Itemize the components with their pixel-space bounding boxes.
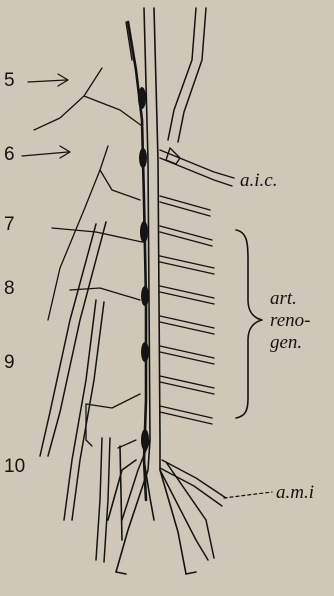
segment-label-10: 10	[4, 456, 25, 478]
renogenital-arteries	[160, 196, 214, 424]
segmental-vessels	[34, 68, 142, 448]
left-vessels	[40, 222, 110, 562]
ami-label: a.m.i	[276, 482, 314, 504]
aic-label: a.i.c.	[240, 170, 277, 192]
gen-label: gen.	[270, 332, 302, 354]
segment-label-8: 8	[4, 278, 15, 300]
reno-label: reno-	[270, 310, 310, 332]
art-label: art.	[270, 288, 297, 310]
upper-fork-vessel	[168, 8, 206, 142]
aic-vessel	[160, 148, 234, 186]
segment-label-6: 6	[4, 144, 15, 166]
ami-leader-line	[224, 492, 272, 498]
segment-label-7: 7	[4, 214, 15, 236]
segment-label-9: 9	[4, 352, 15, 374]
segment-label-5: 5	[4, 70, 15, 92]
renogen-brace	[236, 230, 262, 418]
